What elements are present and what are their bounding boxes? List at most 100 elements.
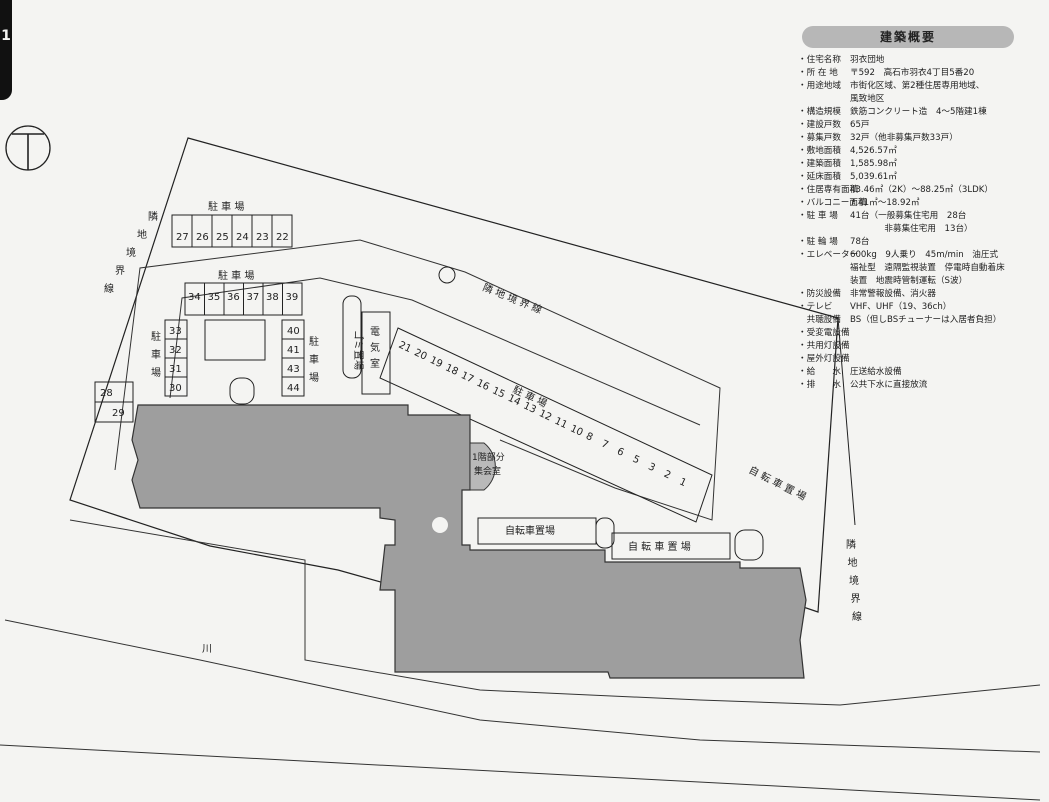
parking-space-number: 34: [188, 292, 201, 303]
spec-key: ・テレビ: [798, 302, 833, 312]
parking-space-number: 29: [112, 408, 125, 419]
spec-value: 装置 地震時管制運転（S波）: [850, 276, 968, 286]
spec-value: 圧送給水設備: [850, 367, 902, 377]
section-marker: 1: [1, 28, 11, 44]
parking-space-number: 40: [287, 326, 300, 337]
river-label: 川: [202, 644, 212, 655]
spec-key: ・構造規模: [798, 107, 841, 117]
boundary-char: 隣: [846, 538, 856, 551]
meeting-room-text: 1階部分: [472, 451, 505, 463]
spec-value: 4,526.57㎡: [850, 146, 897, 156]
parking-space-number: 33: [169, 326, 182, 337]
parking-space-number: 26: [196, 232, 209, 243]
boundary-char: 隣: [148, 210, 158, 223]
spec-value: 市街化区域、第2種住居専用地域、: [850, 81, 985, 91]
spec-row: ・排 水公共下水に直接放流: [798, 379, 1048, 392]
spec-row: ・防災設備非常警報設備、消火器: [798, 288, 1048, 301]
spec-key: ・共用灯設備: [798, 341, 850, 351]
parking-space-number: 37: [247, 292, 260, 303]
spec-key: ・駐 輪 場: [798, 237, 838, 247]
parking-space-number: 38: [266, 292, 279, 303]
parking-space-number: 22: [276, 232, 289, 243]
parking-space-number: 27: [176, 232, 189, 243]
overview-title: 建築概要: [802, 26, 1014, 48]
tree-icon: [438, 266, 456, 284]
spec-value: 43.46㎡（2K）～88.25㎡（3LDK）: [850, 185, 993, 195]
parking-space-number: 31: [169, 364, 182, 375]
bike-parking-1-label: 自転車置場: [505, 524, 555, 537]
north-arrow-icon: [5, 125, 51, 171]
parking-space-number: 32: [169, 345, 182, 356]
spec-row: ・共用灯設備: [798, 340, 1048, 353]
spec-row: 非募集住宅用 13台）: [798, 223, 1048, 236]
parking-space-number: 1: [678, 477, 688, 490]
spec-key: ・住宅名称: [798, 55, 841, 65]
parking-space-number: 17: [459, 370, 475, 385]
parking-label-char: 駐: [309, 335, 319, 348]
spec-key: ・バルコニー面積: [798, 198, 867, 208]
spec-row: ・受変電設備: [798, 327, 1048, 340]
spec-value: 65戸: [850, 120, 870, 130]
spec-value: 5,039.61㎡: [850, 172, 897, 182]
electric-room-char: 気: [370, 341, 380, 354]
boundary-char: 線: [104, 282, 114, 295]
spec-key: ・所 在 地: [798, 68, 838, 78]
parking-space-number: 19: [428, 355, 444, 370]
electric-room-label: 電気室: [370, 326, 380, 370]
parking-space-number: 3: [646, 461, 656, 474]
parking-diagonal: [379, 327, 713, 523]
parking-space-number: 44: [287, 383, 300, 394]
spec-value: 1,585.98㎡: [850, 159, 897, 169]
spec-value: BS（但しBSチューナーは入居者負担）: [850, 315, 1002, 325]
spec-key: ・防災設備: [798, 289, 841, 299]
spec-value: 公共下水に直接放流: [850, 380, 928, 390]
parking-middle: [184, 282, 303, 316]
spec-value: 羽衣団地: [850, 55, 885, 65]
parking-space-number: 13: [522, 401, 538, 416]
spec-key: ・募集戸数: [798, 133, 841, 143]
spec-value: 78台: [850, 237, 870, 247]
spec-key: ・用途地域: [798, 81, 841, 91]
stair: [734, 529, 764, 561]
boundary-char: 地: [137, 228, 147, 241]
parking-space-number: 11: [553, 416, 569, 431]
spec-list: ・住宅名称羽衣団地・所 在 地〒592 高石市羽衣4丁目5番20・用途地域市街化…: [798, 54, 1048, 392]
spec-row: 福祉型 遠隔監視装置 停電時自動着床: [798, 262, 1048, 275]
boundary-char: 界: [851, 593, 861, 605]
electric-room: [361, 311, 391, 395]
spec-value: 風致地区: [850, 94, 885, 104]
access-road-inner: [169, 277, 701, 426]
parking-space-number: 18: [444, 363, 460, 378]
parking-space-number: 36: [227, 292, 240, 303]
parking-space-number: 10: [568, 423, 584, 438]
parking-space-number: 15: [490, 385, 506, 400]
spec-key: 共聴設備: [798, 315, 841, 325]
parking-space-number: 35: [208, 292, 221, 303]
spec-key: ・住居専有面積: [798, 185, 859, 195]
spec-key: ・建設戸数: [798, 120, 841, 130]
spec-key: ・受変電設備: [798, 328, 850, 338]
spec-value: 32戸（他非募集戸数33戸）: [850, 133, 958, 143]
parking-middle-label: 駐 車 場: [218, 269, 254, 282]
bike-parking-2-label: 自 転 車 置 場: [628, 540, 691, 553]
parking-label-char: 場: [151, 366, 161, 379]
bike-parking-3-label: 自 転 車 置 場: [747, 463, 809, 503]
building-overview-panel: 建築概要 ・住宅名称羽衣団地・所 在 地〒592 高石市羽衣4丁目5番20・用途…: [798, 26, 1048, 392]
spec-key: ・敷地面積: [798, 146, 841, 156]
access-road: [114, 239, 721, 521]
parking-space-number: 41: [287, 345, 300, 356]
parking-right-label: 駐車場: [309, 335, 319, 384]
river-bank: [4, 619, 1041, 753]
